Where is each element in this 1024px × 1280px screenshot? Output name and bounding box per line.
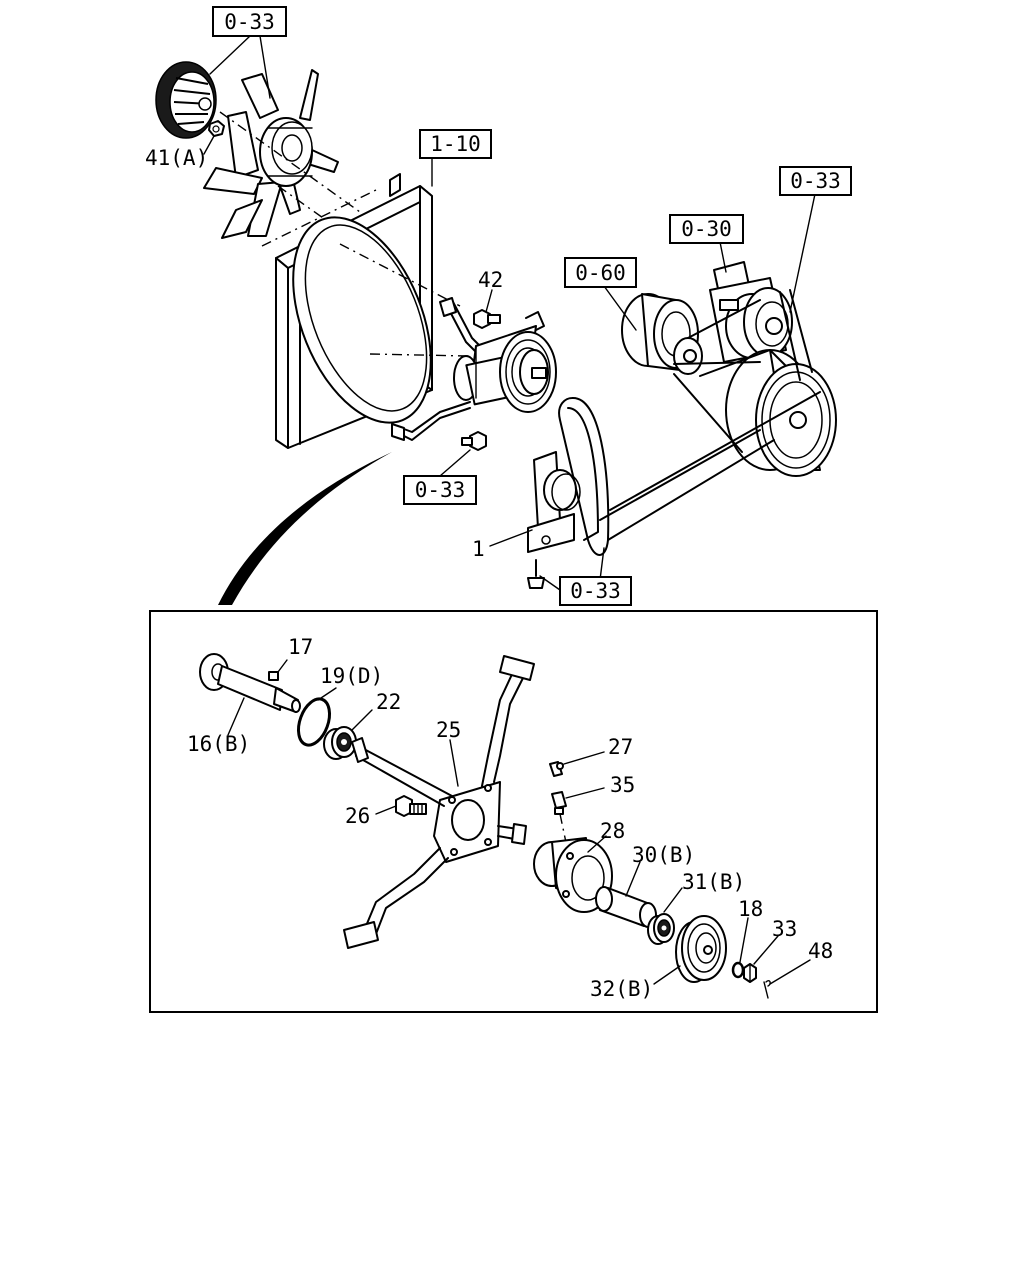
nut-41a: [208, 120, 225, 137]
bearing-22: [323, 726, 357, 760]
reference-label: 0-60: [575, 261, 626, 285]
callout-25: 25: [436, 718, 461, 742]
callout-32b: 32(B): [590, 977, 653, 1001]
detail-arrow: [218, 452, 392, 605]
pulley-32b: [675, 915, 727, 983]
shaft-16b: [199, 653, 301, 713]
bolt-bracket: [527, 559, 545, 589]
nut-33: [743, 963, 757, 983]
reference-box-shroud: 1-10: [419, 129, 492, 159]
reference-box-belt-bottom: 0-33: [559, 576, 632, 606]
idler-bracket-assembly: [391, 297, 557, 441]
callout-26: 26: [345, 804, 370, 828]
fan-shroud: [261, 173, 433, 449]
bracket-25: [343, 655, 535, 949]
callout-42: 42: [478, 268, 503, 292]
reference-box-bolt-lower: 0-33: [403, 475, 477, 505]
callout-48: 48: [808, 939, 833, 963]
fan-clutch: [155, 61, 217, 139]
callout-18: 18: [738, 897, 763, 921]
reference-box-compressor: 0-30: [669, 214, 744, 244]
callout-22: 22: [376, 690, 401, 714]
bolt-42: [473, 309, 501, 329]
reference-label: 0-33: [415, 478, 466, 502]
alternator: [621, 293, 703, 375]
washer-18: [731, 961, 745, 979]
drive-belt: [558, 289, 821, 556]
callout-28: 28: [600, 819, 625, 843]
grease-fitting-27: [549, 761, 564, 777]
snap-ring-19d: [296, 697, 332, 747]
callout-31b: 31(B): [682, 870, 745, 894]
adapter-35: [551, 791, 567, 815]
bolt-26: [395, 795, 427, 817]
callout-16b: 16(B): [187, 732, 250, 756]
reference-box-belt-right: 0-33: [779, 166, 852, 196]
reference-label: 0-30: [681, 217, 732, 241]
compressor: [709, 261, 793, 363]
reference-label: 0-33: [224, 10, 275, 34]
reference-label: 0-33: [790, 169, 841, 193]
crankshaft-pulley: [725, 349, 837, 477]
callout-1: 1: [472, 537, 485, 561]
bolt-lower: [461, 431, 487, 451]
reference-label: 1-10: [430, 132, 481, 156]
callout-30b: 30(B): [632, 843, 695, 867]
callout-41a: 41(A): [145, 146, 208, 170]
reference-box-alternator: 0-60: [564, 257, 637, 288]
key-17: [268, 671, 279, 681]
reference-label: 0-33: [570, 579, 621, 603]
reference-box-fan-top: 0-33: [212, 6, 287, 37]
tensioner-bracket: [527, 451, 581, 553]
callout-27: 27: [608, 735, 633, 759]
callout-33: 33: [772, 917, 797, 941]
housing-28: [533, 837, 613, 913]
callout-19d: 19(D): [320, 664, 383, 688]
spacer-30b: [595, 886, 657, 928]
callout-35: 35: [610, 773, 635, 797]
cotter-pin-48: [763, 979, 771, 999]
detail-frame: [149, 610, 878, 1013]
bearing-31b: [647, 913, 675, 945]
leader-lines: [203, 35, 816, 985]
callout-17: 17: [288, 635, 313, 659]
cooling-fan: [203, 69, 339, 239]
